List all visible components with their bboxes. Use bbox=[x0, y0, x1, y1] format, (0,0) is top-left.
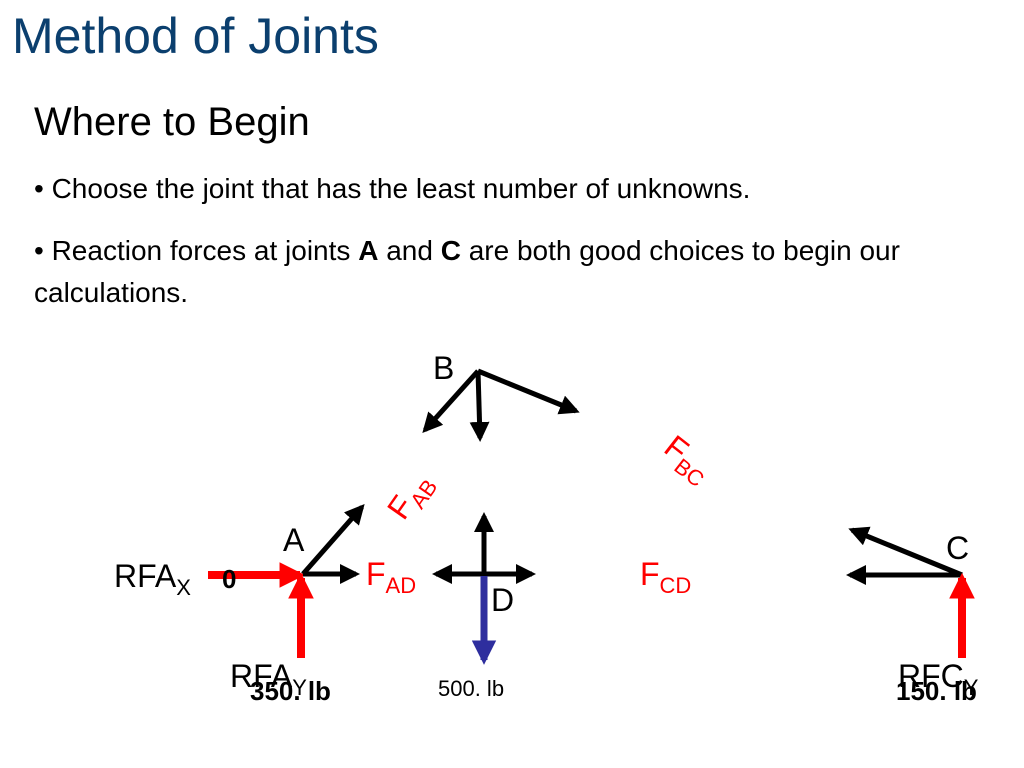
force-label-fcd: FCD bbox=[640, 556, 691, 597]
arrow-b-down bbox=[469, 370, 490, 442]
joint-c-label: C bbox=[946, 530, 970, 566]
arrow-a-to-b bbox=[301, 503, 365, 576]
rfax-label: RFAX bbox=[114, 558, 191, 599]
force-label-fad: FAD bbox=[366, 556, 416, 597]
rfcy-value: 150. lb bbox=[896, 676, 977, 706]
bullet-reaction-forces: • Reaction forces at joints A and C are … bbox=[34, 230, 984, 314]
rfay-main: RFA bbox=[230, 658, 293, 694]
rfcy-sub: Y bbox=[963, 675, 979, 700]
bullet-joint-c: C bbox=[440, 235, 461, 266]
rfax-sub: X bbox=[176, 575, 191, 600]
joint-d-label: D bbox=[491, 582, 515, 618]
rfcy-label: RFCY bbox=[898, 658, 978, 699]
slide-title: Method of Joints bbox=[12, 8, 379, 64]
joint-a-label: A bbox=[283, 522, 305, 558]
rfay-sub: Y bbox=[292, 675, 307, 700]
bullet-joint-a: A bbox=[358, 235, 379, 266]
rfax-value: 0 bbox=[222, 564, 237, 594]
arrow-b-to-a bbox=[422, 369, 480, 433]
force-fad-main: F bbox=[366, 556, 386, 592]
joint-b-label: B bbox=[433, 350, 455, 386]
bullet-text-pre: • Reaction forces at joints bbox=[34, 235, 359, 266]
load-d-value: 500. lb bbox=[438, 676, 505, 701]
bullet-least-unknowns: • Choose the joint that has the least nu… bbox=[34, 173, 751, 204]
rfay-label: RFAY bbox=[230, 658, 307, 699]
rfcy-main: RFC bbox=[898, 658, 964, 694]
force-fad-sub: AD bbox=[385, 573, 417, 598]
arrow-c-to-b bbox=[848, 526, 963, 578]
force-fcd-sub: CD bbox=[659, 573, 692, 598]
rfax-main: RFA bbox=[114, 558, 177, 594]
rfay-value: 350. lb bbox=[250, 676, 331, 706]
arrow-b-to-c bbox=[477, 368, 580, 415]
section-subtitle: Where to Begin bbox=[34, 100, 310, 144]
bullet-text-mid: and bbox=[378, 235, 441, 266]
bullet-text-post: are both good choices to begin our calcu… bbox=[34, 235, 900, 308]
force-fcd-main: F bbox=[640, 556, 660, 592]
